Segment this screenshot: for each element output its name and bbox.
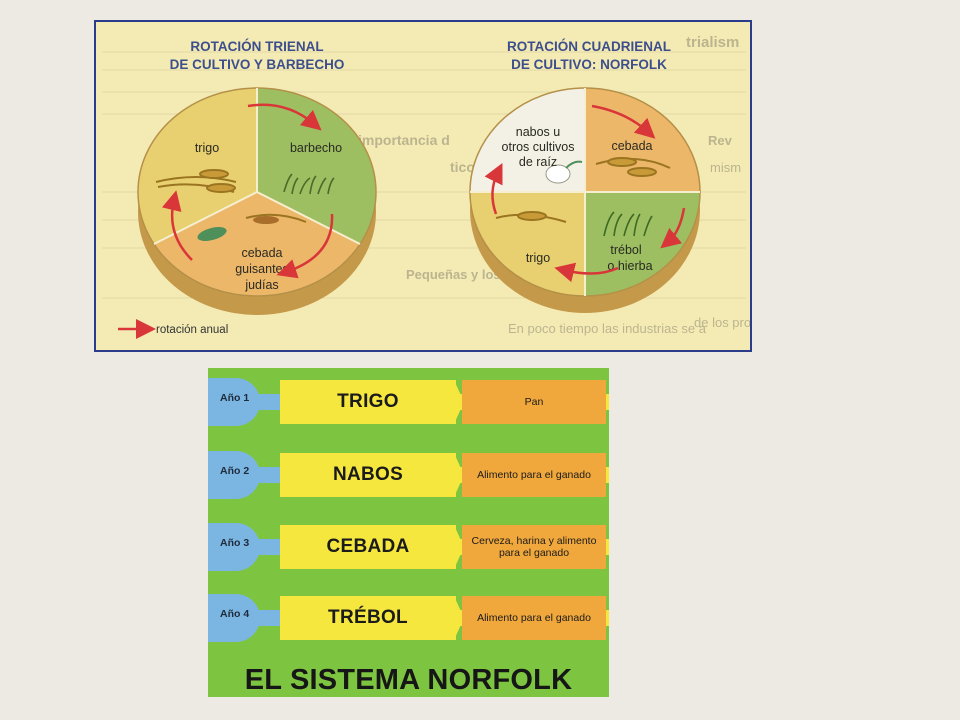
crop-use: Cerveza, harina y alimento para el ganad… (462, 525, 606, 569)
bleed-text: de los produc (694, 315, 750, 330)
year-label: Año 3 (220, 537, 250, 549)
bleed-text: mism (710, 160, 741, 175)
norfolk-system-infographic: Año 1 TRIGO Pan Año 2 NABOS Alimento par… (208, 368, 609, 697)
bleed-text: En poco tiempo las industrias se a (508, 321, 707, 336)
rotation-arrows (484, 104, 686, 283)
crop-label: CEBADA (280, 525, 456, 569)
norfolk-row: Año 2 NABOS Alimento para el ganado (208, 443, 609, 507)
label-cebada: cebada (611, 139, 652, 153)
crop-use: Pan (462, 380, 606, 424)
grass-illustration (283, 173, 335, 195)
wheel-trienal: ROTACIÓN TRIENAL DE CULTIVO Y BARBECHO (137, 39, 377, 315)
arrow-right-icon (454, 380, 464, 424)
year-label: Año 1 (220, 392, 250, 404)
year-badge (208, 378, 260, 426)
year-badge (208, 451, 260, 499)
rotation-arrows (161, 103, 334, 279)
crop-label: TRÉBOL (280, 596, 456, 640)
arrow-right-icon (454, 596, 464, 640)
label-otros-cultivos: otros cultivos (502, 140, 575, 154)
crop-use: Alimento para el ganado (462, 453, 606, 497)
year-badge (208, 523, 260, 571)
label-trigo: trigo (195, 141, 219, 155)
crop-use: Alimento para el ganado (462, 596, 606, 640)
norfolk-title: EL SISTEMA NORFOLK (244, 664, 573, 696)
wheel-title-line1: ROTACIÓN CUADRIENAL (507, 39, 671, 54)
wheel-title-line1: ROTACIÓN TRIENAL (190, 39, 323, 54)
wheel-title-line2: DE CULTIVO: NORFOLK (511, 57, 667, 72)
label-judias: judías (244, 278, 278, 292)
label-nabos: nabos u (516, 125, 561, 139)
sector-cebada (154, 192, 360, 296)
label-trebol: trébol (610, 243, 641, 257)
label-cebada: cebada (241, 246, 282, 260)
bleed-text: importancia d (358, 132, 450, 148)
label-trigo: trigo (526, 251, 550, 265)
year-badge (208, 594, 260, 642)
clover-illustration (603, 211, 653, 237)
label-barbecho: barbecho (290, 141, 342, 155)
norfolk-row: Año 4 TRÉBOL Alimento para el ganado (208, 586, 609, 650)
legend: rotación anual (118, 319, 228, 339)
wheel-cuadrienal: ROTACIÓN CUADRIENAL DE CULTIVO: NORFOLK … (469, 39, 701, 313)
bleed-text: Rev (708, 133, 733, 148)
wheel-title-line2: DE CULTIVO Y BARBECHO (170, 57, 345, 72)
label-de-raiz: de raíz (519, 155, 557, 169)
norfolk-row: Año 1 TRIGO Pan (208, 370, 609, 434)
wheat-illustration (495, 157, 671, 223)
arrow-right-icon (454, 525, 464, 569)
crop-label: TRIGO (280, 380, 456, 424)
label-guisantes: guisantes (235, 262, 289, 276)
bleed-text: trialism (686, 34, 739, 51)
bleed-text: Pequeñas y los b (406, 267, 512, 282)
legend-label: rotación anual (156, 324, 228, 336)
wheat-illustration (155, 169, 237, 193)
year-label: Año 2 (220, 465, 250, 477)
sector-trebol (585, 192, 700, 296)
crop-rotation-figure: importancia d ticos Pequeñas y los b tri… (94, 20, 752, 352)
sector-barbecho (257, 88, 376, 244)
turnip-illustration (545, 160, 583, 184)
arrow-right-icon (454, 453, 464, 497)
pea-pod-illustration (197, 213, 307, 241)
label-o-hierba: o hierba (607, 259, 652, 273)
year-label: Año 4 (220, 608, 250, 620)
norfolk-row: Año 3 CEBADA Cerveza, harina y alimento … (208, 515, 609, 579)
crop-label: NABOS (280, 453, 456, 497)
crop-rotation-svg: importancia d ticos Pequeñas y los b tri… (102, 34, 750, 339)
